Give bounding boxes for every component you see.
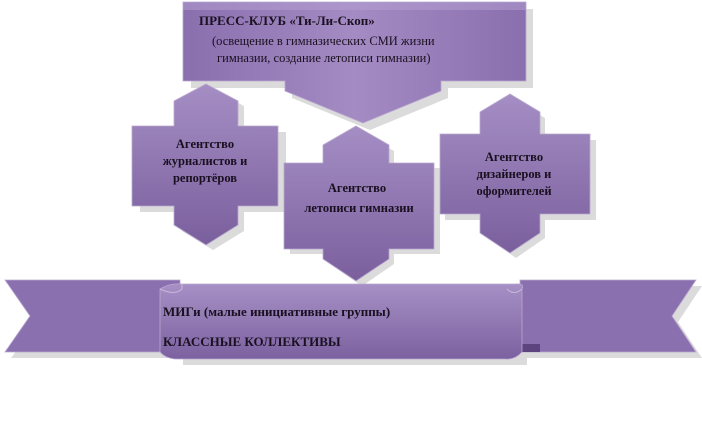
press-club-description-line1: (освещение в гимназических СМИ жизни (212, 34, 435, 48)
agency-chronicle-block: Агентство летописи гимназии (283, 125, 435, 282)
base-banner-line1: МИГи (малые инициативные группы) (163, 304, 390, 319)
agency-designers-line3: оформителей (476, 184, 551, 198)
agency-journalists-line2: журналистов и (163, 154, 248, 168)
press-club-title: ПРЕСС-КЛУБ «Ти-Ли-Скоп» (199, 13, 375, 28)
agency-chronicle-line1: Агентство (328, 181, 386, 195)
agency-journalists-line1: Агентство (176, 137, 234, 151)
press-club-block: ПРЕСС-КЛУБ «Ти-Ли-Скоп» (освещение в гим… (182, 1, 527, 124)
agency-chronicle-line2: летописи гимназии (304, 201, 413, 215)
agency-designers-line1: Агентство (485, 150, 543, 164)
press-club-description-line2: гимназии, создание летописи гимназии) (217, 51, 431, 65)
base-banner-line2: КЛАССНЫЕ КОЛЛЕКТИВЫ (163, 334, 341, 349)
agency-designers-block: Агентство дизайнеров и оформителей (439, 93, 591, 254)
agency-designers-line2: дизайнеров и (477, 167, 552, 181)
agency-journalists-block: Агентство журналистов и репортёров (131, 83, 279, 246)
agency-journalists-line3: репортёров (173, 171, 237, 185)
base-banner: МИГи (малые инициативные группы) КЛАССНЫ… (4, 279, 697, 360)
